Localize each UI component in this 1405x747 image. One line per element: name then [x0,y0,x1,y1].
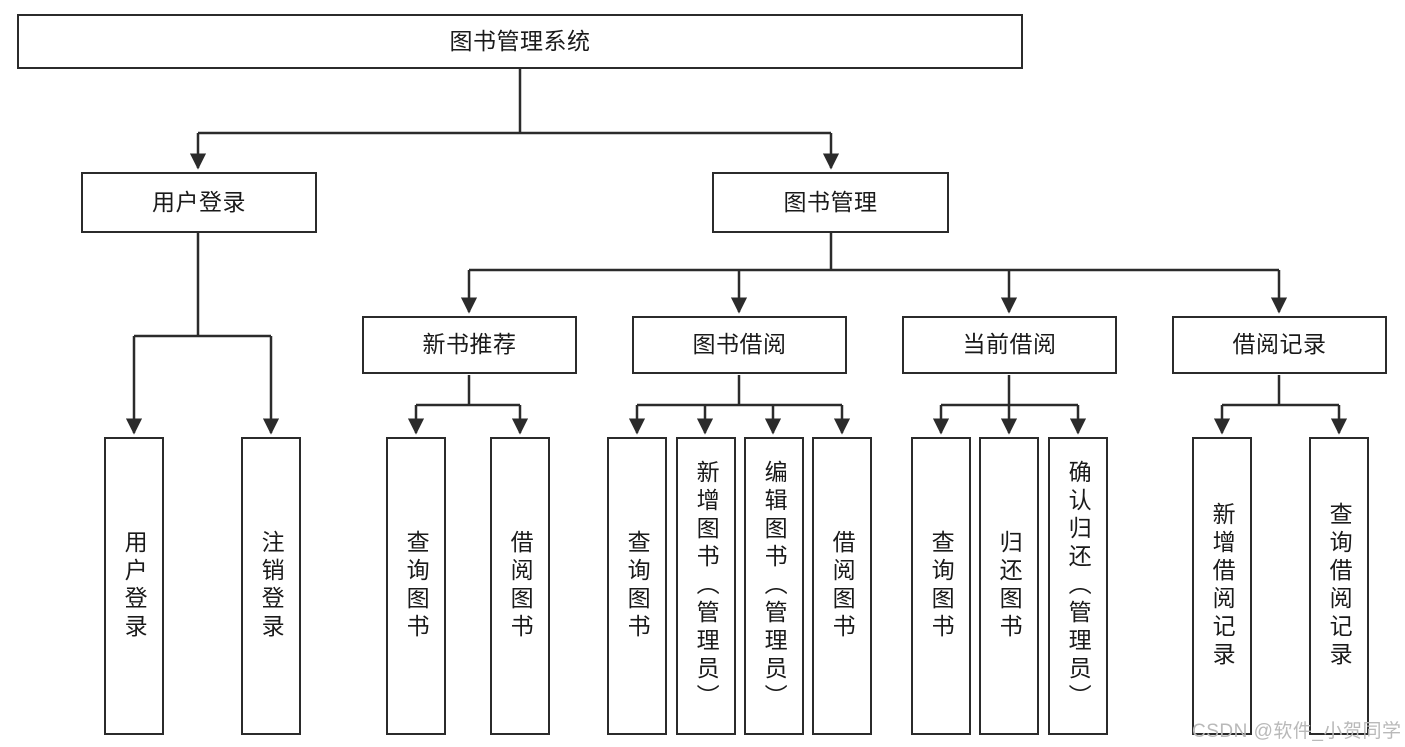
node-borrow-records[interactable]: 借阅记录 [1172,316,1387,374]
node-user-login[interactable]: 用户登录 [81,172,317,233]
node-leaf-cb-query-book[interactable]: 查询图书 [911,437,971,735]
node-label: 借阅图书 [829,530,856,642]
node-label: 查询图书 [624,530,651,642]
node-label: 用户登录 [152,188,246,215]
node-label: 归还图书 [996,530,1023,642]
node-label: 查询借阅记录 [1326,502,1353,670]
csdn-watermark: CSDN @软件_小贺同学 [1192,721,1402,742]
node-leaf-bb-borrow-book[interactable]: 借阅图书 [812,437,872,735]
node-label: 确认归还（管理员） [1065,460,1092,712]
node-leaf-cb-return-book[interactable]: 归还图书 [979,437,1039,735]
node-label: 图书管理系统 [449,27,591,54]
node-label: 查询图书 [403,530,430,642]
node-label: 借阅图书 [507,530,534,642]
node-leaf-user-login[interactable]: 用户登录 [104,437,164,735]
node-label: 注销登录 [258,530,285,642]
node-current-borrow[interactable]: 当前借阅 [902,316,1117,374]
node-label: 新增借阅记录 [1209,502,1236,670]
node-leaf-cb-confirm-return[interactable]: 确认归还（管理员） [1048,437,1108,735]
node-leaf-bb-edit-book[interactable]: 编辑图书（管理员） [744,437,804,735]
node-label: 新书推荐 [422,331,517,358]
node-root-book-management-system[interactable]: 图书管理系统 [17,14,1023,69]
node-label: 当前借阅 [962,331,1057,358]
node-book-borrow[interactable]: 图书借阅 [632,316,847,374]
node-label: 编辑图书（管理员） [761,460,788,712]
node-label: 图书管理 [783,188,878,215]
node-label: 借阅记录 [1232,331,1327,358]
node-leaf-logout[interactable]: 注销登录 [241,437,301,735]
node-label: 图书借阅 [692,331,787,358]
node-leaf-br-query-record[interactable]: 查询借阅记录 [1309,437,1369,735]
node-leaf-br-add-record[interactable]: 新增借阅记录 [1192,437,1252,735]
node-label: 新增图书（管理员） [693,460,720,712]
node-label: 用户登录 [121,530,148,642]
node-leaf-nb-query-book[interactable]: 查询图书 [386,437,446,735]
node-leaf-nb-borrow-book[interactable]: 借阅图书 [490,437,550,735]
node-new-book-recommend[interactable]: 新书推荐 [362,316,577,374]
node-label: 查询图书 [928,530,955,642]
node-leaf-bb-add-book[interactable]: 新增图书（管理员） [676,437,736,735]
node-book-management[interactable]: 图书管理 [712,172,949,233]
node-leaf-bb-query-book[interactable]: 查询图书 [607,437,667,735]
